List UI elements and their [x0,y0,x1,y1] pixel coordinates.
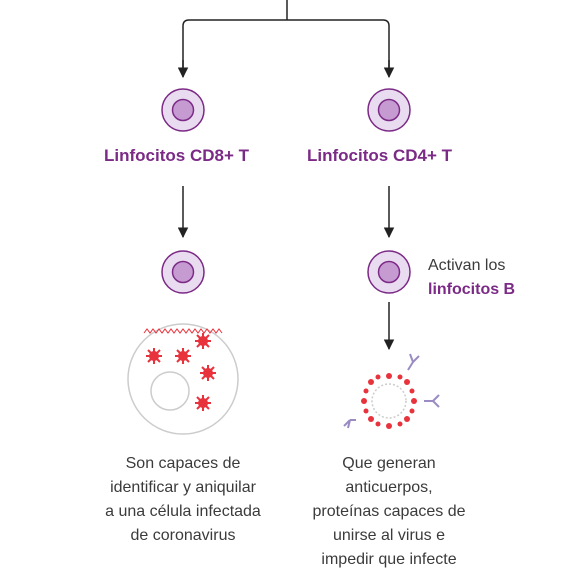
cd8-activated-cell-icon [161,250,205,294]
virus-particles-icon [146,333,216,411]
activation-text: Activan los [428,257,506,274]
cd8-description-line: Son capaces de [125,455,241,472]
cd8-description-line: de coronavirus [130,527,236,544]
cd4-description-line: proteínas capaces de [312,503,466,520]
antibody-icon [343,353,440,429]
cd4-activated-cell-icon [367,250,411,294]
cd8-description: Son capaces de identificar y aniquilar a… [73,452,293,548]
cd4-description-line: Que generan [342,455,436,472]
cell-membrane-attack-icon [143,328,223,334]
cd4-description-line: unirse al virus e [332,527,446,544]
virus-spikes [361,373,417,429]
cd4-description-line: anticuerpos, [345,479,433,496]
activation-note: Activan los linfocitos B [428,254,515,302]
cd4-title: Linfocitos CD4+ T [307,146,452,165]
cd4-description-line: impedir que infecte [321,551,457,568]
cd4-description: Que generan anticuerpos, proteínas capac… [279,452,499,572]
cd8-cell-icon [161,88,205,132]
cd8-title: Linfocitos CD8+ T [104,146,249,165]
cd4-cell-icon [367,88,411,132]
split-connector [177,0,395,79]
virus-with-antibodies-icon [343,353,440,429]
activation-target: linfocitos B [428,281,516,298]
infected-cell-icon [127,323,239,435]
cd8-description-line: identificar y aniquilar [110,479,256,496]
cd8-description-line: a una célula infectada [105,503,261,520]
